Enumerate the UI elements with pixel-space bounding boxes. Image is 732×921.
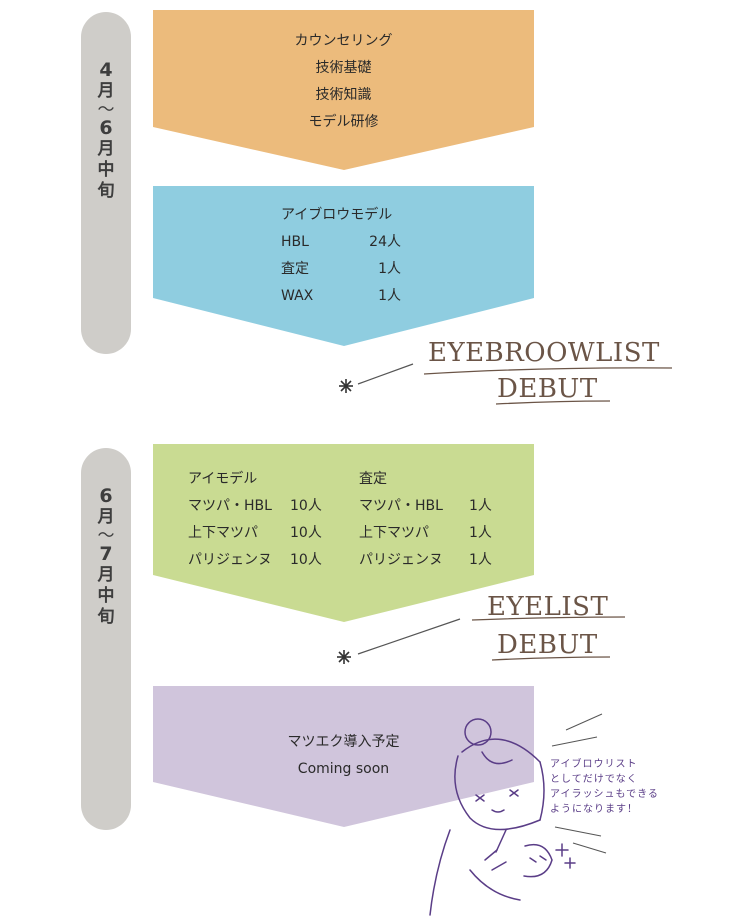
step2-row-label: HBL bbox=[281, 234, 309, 250]
step3-left-content: アイモデル マツパ・HBL 10人 上下マツパ 10人 パリジェンヌ 10人 bbox=[188, 466, 338, 574]
debut-eyelist-line2: DEBUT bbox=[497, 630, 598, 660]
handwritten-note: アイブロウリスト としてだけでなく アイラッシュもできる ようになります！ bbox=[550, 757, 659, 817]
step3-row-label: 上下マツパ bbox=[188, 525, 258, 541]
step3-right-title: 査定 bbox=[359, 471, 387, 487]
step3-right-row: パリジェンヌ 1人 bbox=[359, 547, 509, 574]
step1-content: カウンセリング 技術基礎 技術知識 モデル研修 bbox=[153, 28, 534, 136]
step4-subtitle: Coming soon bbox=[297, 761, 390, 777]
pointer-line-1 bbox=[357, 363, 414, 385]
step2-arrow-shape bbox=[153, 186, 534, 346]
step2-row: WAX 1人 bbox=[281, 283, 441, 310]
step2-row-count: 24人 bbox=[369, 234, 401, 250]
step2-content: アイブロウモデル HBL 24人 査定 1人 WAX 1人 bbox=[281, 202, 441, 310]
step2-row-count: 1人 bbox=[378, 288, 401, 304]
underline-1a bbox=[423, 367, 673, 375]
speech-line bbox=[551, 736, 598, 747]
note-line: アイブロウリスト bbox=[550, 759, 638, 770]
step3-arrow-shape bbox=[153, 444, 534, 622]
step3-right-content: 査定 マツパ・HBL 1人 上下マツパ 1人 パリジェンヌ 1人 bbox=[359, 466, 509, 574]
step3-row-label: 上下マツパ bbox=[359, 525, 429, 541]
period-label-1: 4 月 〜 6 月 中 旬 bbox=[97, 59, 115, 202]
speech-line bbox=[565, 713, 603, 731]
debut-eyebrowlist-line2: DEBUT bbox=[497, 374, 598, 404]
pointer-line-2 bbox=[357, 618, 461, 655]
step2-row-label: 査定 bbox=[281, 261, 309, 277]
step1-arrow-shape bbox=[153, 10, 534, 170]
step3-row-label: パリジェンヌ bbox=[188, 552, 272, 568]
note-line: ようになります！ bbox=[550, 804, 638, 815]
step3-left-row: 上下マツパ 10人 bbox=[188, 520, 338, 547]
step2-title: アイブロウモデル bbox=[281, 207, 393, 223]
underline-2a bbox=[471, 616, 626, 621]
asterisk-icon bbox=[337, 650, 351, 664]
step3-row-label: マツパ・HBL bbox=[188, 498, 272, 514]
step3-row-count: 10人 bbox=[290, 498, 322, 514]
step3-row-label: パリジェンヌ bbox=[359, 552, 443, 568]
note-line: としてだけでなく bbox=[550, 774, 638, 785]
step4-arrow-shape bbox=[153, 686, 534, 827]
step2-row: HBL 24人 bbox=[281, 229, 441, 256]
step4-title: マツエク導入予定 bbox=[287, 734, 400, 750]
step3-row-count: 10人 bbox=[290, 525, 322, 541]
debut-eyebrowlist-line1: EYEBROOWLIST bbox=[428, 338, 660, 368]
step2-row-count: 1人 bbox=[378, 261, 401, 277]
note-line: アイラッシュもできる bbox=[550, 789, 659, 800]
underline-2b bbox=[491, 656, 611, 661]
step3-right-row: 上下マツパ 1人 bbox=[359, 520, 509, 547]
step3-row-count: 1人 bbox=[469, 552, 492, 568]
step1-line: モデル研修 bbox=[308, 114, 379, 130]
step3-right-row: マツパ・HBL 1人 bbox=[359, 493, 509, 520]
step3-left-row: パリジェンヌ 10人 bbox=[188, 547, 338, 574]
asterisk-icon bbox=[339, 379, 353, 393]
step3-row-count: 1人 bbox=[469, 525, 492, 541]
step3-row-label: マツパ・HBL bbox=[359, 498, 443, 514]
step2-row: 査定 1人 bbox=[281, 256, 441, 283]
step1-line: カウンセリング bbox=[294, 33, 393, 49]
speech-line bbox=[572, 842, 607, 854]
step3-row-count: 10人 bbox=[290, 552, 322, 568]
step1-line: 技術基礎 bbox=[315, 60, 372, 76]
step4-content: マツエク導入予定 Coming soon bbox=[153, 729, 534, 783]
girl-illustration-icon bbox=[429, 718, 576, 916]
underline-1b bbox=[495, 400, 611, 405]
step3-left-title: アイモデル bbox=[188, 471, 258, 487]
period-pill-1: 4 月 〜 6 月 中 旬 bbox=[81, 12, 131, 354]
speech-line bbox=[554, 826, 602, 837]
step1-line: 技術知識 bbox=[315, 87, 372, 103]
period-label-2: 6 月 〜 7 月 中 旬 bbox=[97, 485, 115, 628]
period-pill-2: 6 月 〜 7 月 中 旬 bbox=[81, 448, 131, 830]
step3-row-count: 1人 bbox=[469, 498, 492, 514]
step3-left-row: マツパ・HBL 10人 bbox=[188, 493, 338, 520]
step2-row-label: WAX bbox=[281, 288, 314, 304]
debut-eyelist-line1: EYELIST bbox=[487, 592, 609, 622]
